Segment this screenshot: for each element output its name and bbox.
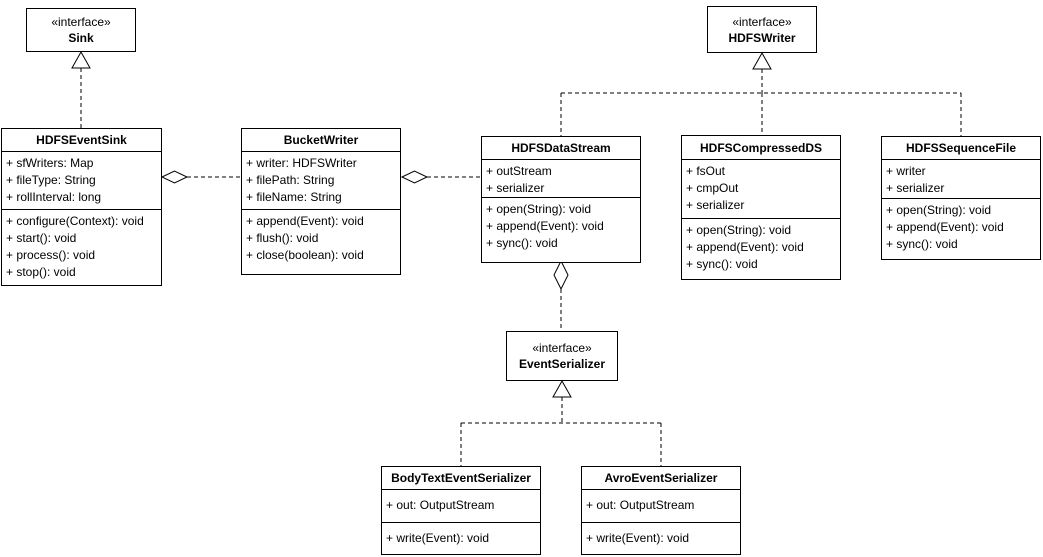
method: + write(Event): void: [386, 531, 490, 545]
method: + flush(): void: [246, 231, 319, 245]
attributes-section: + out: OutputStream: [582, 489, 740, 522]
class-bucketwriter: BucketWriter + writer: HDFSWriter + file…: [241, 128, 401, 275]
attributes-section: + out: OutputStream: [382, 489, 540, 522]
method: + open(String): void: [886, 203, 992, 217]
aggregation-hdfsdatastream-eventserializer: [553, 259, 569, 331]
attribute: + rollInterval: long: [6, 190, 102, 204]
method: + close(boolean): void: [246, 248, 364, 262]
interface-stereotype: «interface»: [51, 15, 111, 29]
method: + sync(): void: [686, 257, 758, 271]
attribute: + filePath: String: [246, 173, 335, 187]
interface-name: Sink: [68, 31, 94, 45]
class-name: AvroEventSerializer: [604, 471, 718, 485]
attribute: + fsOut: [686, 164, 726, 178]
class-name: BodyTextEventSerializer: [391, 471, 531, 485]
attribute: + writer: HDFSWriter: [246, 156, 357, 170]
realization-tree-hdfswriter: [560, 51, 962, 136]
interface-sink: «interface» Sink: [26, 8, 136, 52]
class-hdfscompressedds: HDFSCompressedDS + fsOut + cmpOut + seri…: [681, 135, 841, 280]
methods-section: + append(Event): void + flush(): void + …: [242, 209, 400, 274]
class-name: BucketWriter: [283, 133, 359, 147]
class-hdfsdatastream: HDFSDataStream + outStream + serializer …: [481, 136, 641, 263]
realization-hdfseventsink-sink: [71, 50, 91, 128]
method: + configure(Context): void: [6, 214, 144, 228]
method: + open(String): void: [686, 223, 792, 237]
attribute: + outStream: [486, 164, 552, 178]
attributes-section: + writer + serializer: [882, 159, 1040, 198]
method: + append(Event): void: [246, 214, 364, 228]
attributes-section: + fsOut + cmpOut + serializer: [682, 159, 840, 218]
method: + process(): void: [6, 248, 96, 262]
methods-section: + open(String): void + append(Event): vo…: [882, 198, 1040, 259]
class-avroeventserializer: AvroEventSerializer + out: OutputStream …: [581, 466, 741, 555]
attribute: + fileName: String: [246, 190, 342, 204]
method: + start(): void: [6, 231, 77, 245]
method: + append(Event): void: [886, 220, 1004, 234]
method: + sync(): void: [486, 236, 558, 250]
aggregation-hdfseventsink-bucketwriter: [160, 170, 241, 184]
interface-name: HDFSWriter: [728, 30, 796, 45]
method: + append(Event): void: [686, 240, 804, 254]
attribute: + writer: [886, 164, 926, 178]
attributes-section: + sfWriters: Map + fileType: String + ro…: [2, 151, 161, 209]
interface-name: EventSerializer: [518, 357, 606, 371]
attribute: + fileType: String: [6, 173, 96, 187]
interface-stereotype: «interface»: [532, 341, 592, 355]
attribute: + serializer: [686, 198, 745, 212]
class-bodytexteventserializer: BodyTextEventSerializer + out: OutputStr…: [381, 466, 541, 555]
class-name: HDFSCompressedDS: [699, 140, 823, 155]
interface-hdfswriter: «interface» HDFSWriter: [707, 6, 817, 53]
class-name: HDFSDataStream: [511, 141, 611, 155]
attribute: + cmpOut: [686, 181, 739, 195]
class-hdfssequencefile: HDFSSequenceFile + writer + serializer +…: [881, 136, 1041, 260]
method: + open(String): void: [486, 202, 592, 216]
aggregation-bucketwriter-hdfsdatastream: [400, 170, 481, 184]
attribute: + sfWriters: Map: [6, 156, 94, 170]
methods-section: + open(String): void + append(Event): vo…: [482, 197, 640, 262]
method: + write(Event): void: [586, 531, 690, 545]
class-hdfseventsink: HDFSEventSink + sfWriters: Map + fileTyp…: [1, 128, 162, 286]
interface-eventserializer: «interface» EventSerializer: [506, 331, 618, 381]
methods-section: + write(Event): void: [582, 522, 740, 554]
attribute: + serializer: [486, 181, 545, 195]
attribute: + out: OutputStream: [586, 498, 695, 512]
attribute: + serializer: [886, 181, 945, 195]
class-name: HDFSSequenceFile: [905, 141, 1017, 155]
methods-section: + write(Event): void: [382, 522, 540, 554]
attributes-section: + outStream + serializer: [482, 159, 640, 197]
class-name: HDFSEventSink: [36, 133, 127, 147]
interface-stereotype: «interface»: [732, 14, 792, 29]
realization-tree-eventserializer: [460, 379, 662, 466]
method: + stop(): void: [6, 265, 76, 279]
attribute: + out: OutputStream: [386, 498, 495, 512]
attributes-section: + writer: HDFSWriter + filePath: String …: [242, 151, 400, 209]
methods-section: + configure(Context): void + start(): vo…: [2, 209, 161, 285]
method: + sync(): void: [886, 237, 958, 251]
method: + append(Event): void: [486, 219, 604, 233]
methods-section: + open(String): void + append(Event): vo…: [682, 218, 840, 279]
